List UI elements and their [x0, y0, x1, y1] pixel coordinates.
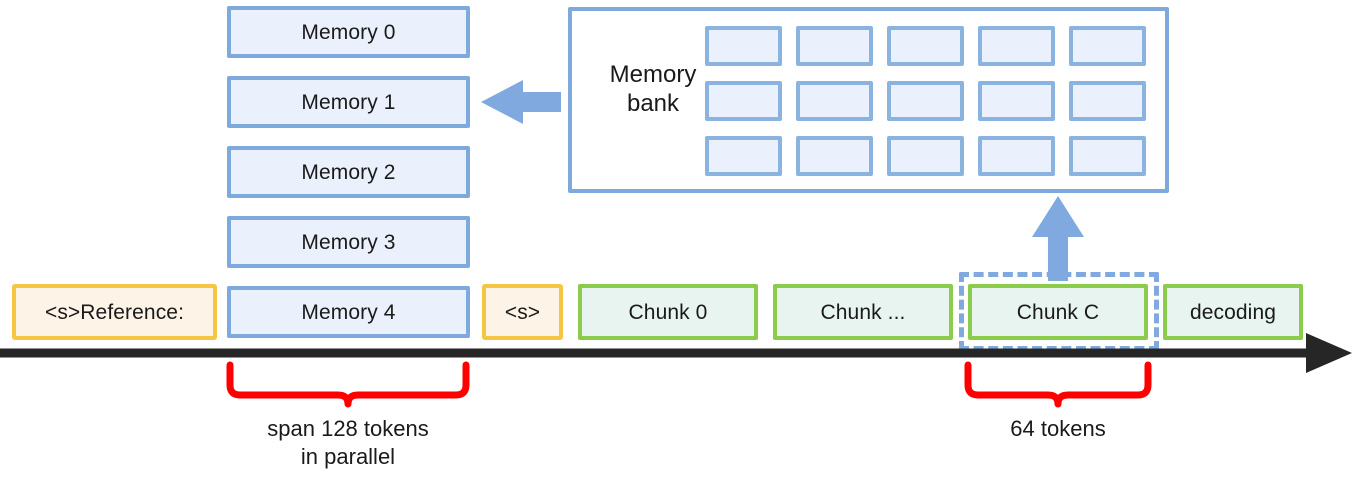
memory-bank-cell	[796, 81, 873, 121]
memory-bank-cell	[978, 26, 1055, 66]
memory-bank-cell	[796, 26, 873, 66]
memory-bank-cell	[978, 81, 1055, 121]
token-box-bos: <s>	[482, 284, 563, 340]
memory-bank-cell	[1069, 26, 1146, 66]
token-box-label: Chunk C	[1016, 300, 1100, 324]
token-box-label: decoding	[1189, 300, 1277, 324]
memory-bank-cell	[1069, 81, 1146, 121]
memory-bank-label: Memory bank	[609, 61, 697, 118]
left-arrow-icon	[481, 80, 561, 124]
memory-box-4: Memory 4	[227, 286, 470, 338]
memory-bank-cell	[705, 81, 782, 121]
token-box-chunk-0: Chunk 0	[578, 284, 758, 340]
up-arrow-icon	[1032, 196, 1084, 281]
token-box-label: <s>	[504, 300, 541, 324]
memory-box-3: Memory 3	[227, 216, 470, 268]
memory-box-1: Memory 1	[227, 76, 470, 128]
timeline-axis	[0, 333, 1352, 373]
token-box-label: Chunk 0	[628, 300, 708, 324]
memory-bank-cell	[978, 136, 1055, 176]
span-brace-caption: span 128 tokens in parallel	[267, 416, 429, 470]
memory-bank-cell	[887, 136, 964, 176]
token-box-label: <s>Reference:	[44, 300, 185, 324]
memory-box-label: Memory 4	[301, 300, 396, 324]
memory-box-label: Memory 1	[301, 90, 396, 114]
chunk-brace	[964, 361, 1152, 408]
token-box-chunk-c: Chunk C	[968, 284, 1148, 340]
memory-box-0: Memory 0	[227, 6, 470, 58]
memory-bank-cell	[705, 26, 782, 66]
chunk-brace-caption: 64 tokens	[1010, 416, 1106, 441]
token-box-label: Chunk ...	[820, 300, 906, 324]
memory-box-label: Memory 3	[301, 230, 396, 254]
memory-box-2: Memory 2	[227, 146, 470, 198]
token-box-chunk-ellipsis: Chunk ...	[773, 284, 953, 340]
memory-bank-cell	[705, 136, 782, 176]
memory-bank-cell	[887, 26, 964, 66]
memory-box-label: Memory 2	[301, 160, 396, 184]
token-box-reference: <s>Reference:	[12, 284, 217, 340]
token-box-decoding: decoding	[1163, 284, 1303, 340]
span-brace	[226, 361, 470, 408]
memory-bank-cell	[796, 136, 873, 176]
memory-box-label: Memory 0	[301, 20, 396, 44]
memory-bank-cell	[1069, 136, 1146, 176]
memory-bank-cell	[887, 81, 964, 121]
chunk-c-selection-box	[959, 272, 1159, 351]
